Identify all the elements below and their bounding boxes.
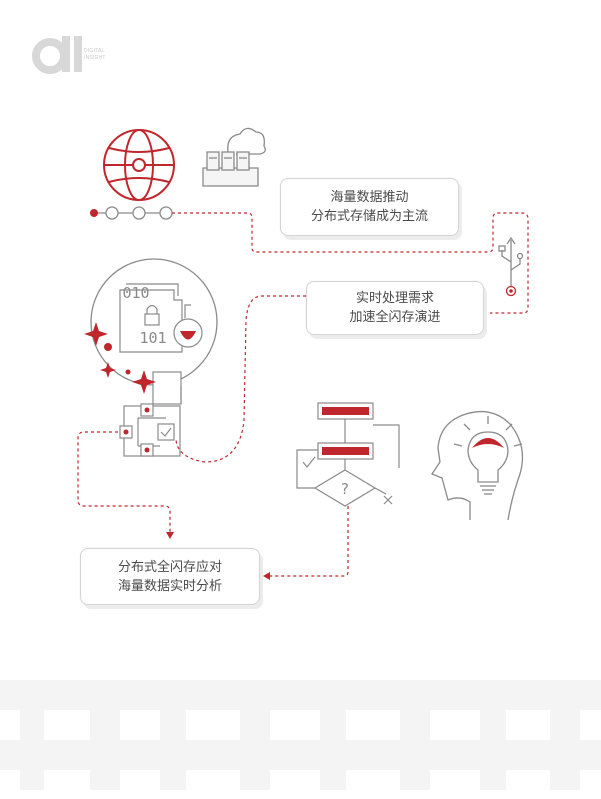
background-watermark — [0, 680, 601, 790]
arrow-head-left — [263, 572, 270, 580]
flow-connectors — [77, 212, 529, 577]
text-box-distributed-storage: 海量数据推动 分布式存储成为主流 — [280, 178, 459, 236]
box-bottom-line-2: 海量数据实时分析 — [117, 578, 222, 594]
binary-row-top: 010 — [122, 284, 149, 302]
usb-icon — [498, 236, 524, 297]
circuit-icon — [119, 403, 181, 457]
box-middle-line-2: 加速全闪存演进 — [349, 310, 441, 325]
logo-line-1: DIGITAL — [84, 48, 105, 54]
cloud-server-icon — [202, 127, 266, 187]
box-top-line-1: 海量数据推动 — [330, 190, 409, 205]
sparkle-icons — [84, 322, 156, 394]
box-top-line-2: 分布式存储成为主流 — [310, 209, 428, 224]
idea-head-icon — [431, 410, 524, 521]
secure-storage-icon — [90, 258, 218, 405]
text-box-realtime-flash: 实时处理需求 加速全闪存演进 — [306, 281, 484, 335]
box-middle-line-1: 实时处理需求 — [355, 291, 434, 306]
logo-wordmark: DIGITAL INSIGHT — [84, 48, 106, 62]
arrow-head-down — [166, 532, 174, 539]
network-nodes-icon — [90, 206, 173, 220]
globe-icon — [103, 129, 175, 201]
logo-mark — [32, 36, 82, 74]
question-mark: ? — [341, 480, 349, 498]
text-box-flash-analytics: 分布式全闪存应对 海量数据实时分析 — [80, 548, 260, 605]
binary-row-bottom: 101 — [139, 329, 166, 347]
box-bottom-line-1: 分布式全闪存应对 — [117, 559, 222, 575]
logo-line-2: INSIGHT — [84, 55, 106, 61]
flowchart-icon — [296, 402, 400, 507]
